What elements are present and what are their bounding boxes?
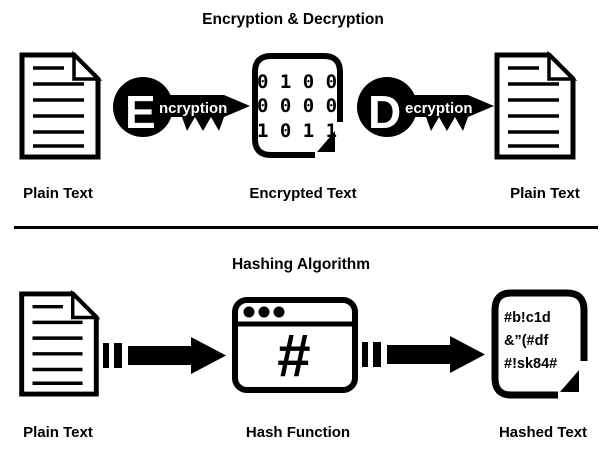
hashing-section-title: Hashing Algorithm	[231, 256, 371, 273]
encryption-key-word: ncryption	[159, 100, 227, 117]
right-arrow-icon	[103, 337, 226, 374]
section-divider	[14, 226, 598, 229]
folded-corner-icon	[560, 370, 579, 392]
folded-corner-icon	[72, 51, 102, 81]
hash-function-window-icon: #	[232, 297, 358, 393]
plain-text-label-top-right: Plain Text	[510, 185, 580, 202]
hashed-line-2: &”(#df	[504, 333, 548, 349]
binary-row-3: 1 0 1 1	[257, 120, 337, 142]
decryption-key-word: ecryption	[405, 100, 473, 117]
hashed-line-3: #!sk84#	[504, 356, 557, 372]
encryption-section-title: Encryption & Decryption	[202, 11, 384, 28]
hashed-text-label: Hashed Text	[498, 424, 588, 441]
encrypted-text-label: Encrypted Text	[249, 185, 357, 202]
folded-corner-icon	[317, 131, 335, 152]
binary-text: 0 1 0 0 0 0 0 0 1 0 1 1	[257, 71, 337, 142]
document-text-lines	[33, 66, 84, 148]
encryption-key-icon: E ncryption	[113, 77, 250, 138]
encrypted-text-document-icon: 0 1 0 0 0 0 0 0 1 0 1 1	[252, 53, 343, 158]
folded-corner-icon	[71, 290, 101, 320]
window-dots-icon	[243, 306, 285, 318]
encryption-key-initial: E	[125, 86, 156, 138]
hashed-line-1: #b!c1d	[504, 310, 551, 326]
decryption-key-initial: D	[368, 86, 401, 138]
hashed-text: #b!c1d &”(#df #!sk84#	[504, 310, 557, 372]
hashed-text-document-icon: #b!c1d &”(#df #!sk84#	[491, 289, 588, 399]
right-arrow-icon	[362, 336, 485, 373]
decryption-key-icon: D ecryption	[357, 77, 494, 138]
hash-symbol: #	[276, 322, 310, 389]
plain-text-label-top-left: Plain Text	[23, 185, 93, 202]
plain-text-label-bottom: Plain Text	[23, 424, 93, 441]
plain-text-document-icon	[494, 51, 578, 160]
document-text-lines	[508, 66, 559, 148]
plain-text-document-icon	[19, 290, 101, 397]
plain-text-document-icon	[19, 51, 102, 160]
binary-row-2: 0 0 0 0	[257, 95, 337, 117]
document-text-lines	[32, 304, 83, 385]
hash-function-label: Hash Function	[245, 424, 351, 441]
folded-corner-icon	[547, 51, 578, 81]
binary-row-1: 0 1 0 0	[257, 71, 337, 93]
